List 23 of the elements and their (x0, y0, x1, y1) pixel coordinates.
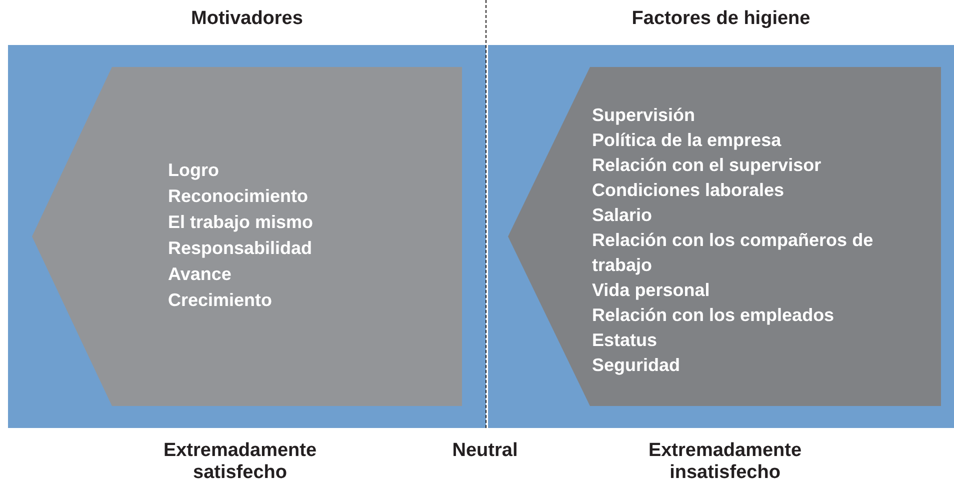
list-item: Estatus (592, 329, 658, 352)
scale-label: Neutral (451, 440, 519, 462)
scale-label: Extremadamente insatisfecho (647, 440, 803, 484)
list-item: Responsabilidad (168, 237, 314, 260)
column-heading: Motivadores (190, 8, 304, 30)
list-item: Condiciones laborales (592, 179, 786, 202)
list-item: Seguridad (592, 354, 682, 377)
list-item: Supervisión (592, 104, 696, 127)
list-item: Logro (168, 159, 220, 182)
list-item: Salario (592, 204, 654, 227)
list-item: Relación con los compañeros de trabajo (592, 229, 874, 277)
list-item: Vida personal (592, 279, 711, 302)
arrow-shape (508, 67, 941, 406)
arrow-shape (32, 67, 462, 406)
list-item: Reconocimiento (168, 185, 310, 208)
list-item: Política de la empresa (592, 129, 782, 152)
list-item: El trabajo mismo (168, 211, 314, 234)
list-item: Relación con los empleados (592, 304, 836, 327)
column-heading: Factores de higiene (630, 8, 812, 30)
list-item: Relación con el supervisor (592, 154, 822, 177)
scale-label: Extremadamente satisfecho (162, 440, 318, 484)
list-item: Crecimiento (168, 289, 274, 312)
list-item: Avance (168, 263, 232, 286)
